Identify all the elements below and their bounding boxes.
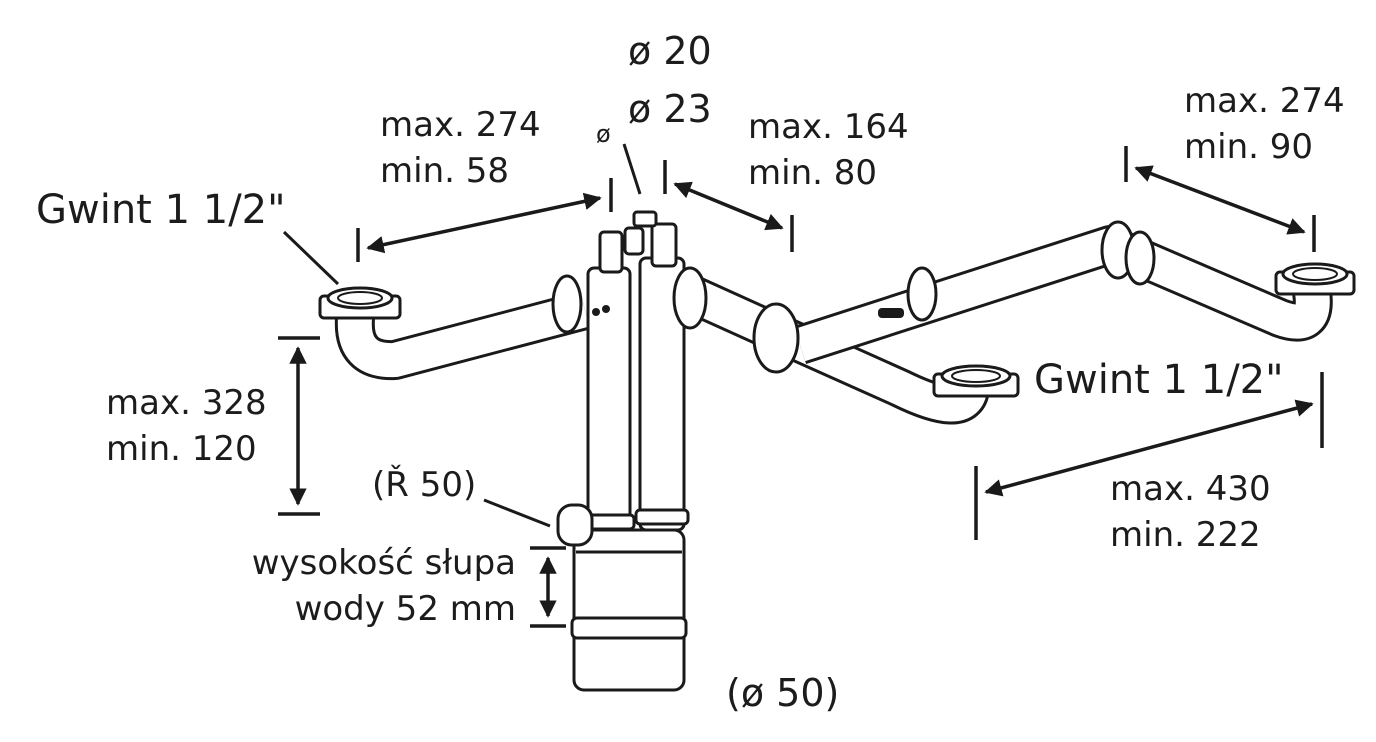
nozzle-1 (598, 230, 624, 274)
thread-label-left: Gwint 1 1/2" (36, 187, 286, 233)
connector-middle (932, 364, 1020, 398)
connector-right (1274, 262, 1356, 296)
bottle-trap (572, 528, 686, 692)
pipe-system (318, 210, 1356, 692)
side-outlet-label: (Ř 50) (372, 465, 477, 505)
water-seal-line2: wody 52 mm (294, 589, 516, 629)
dim-left-top-max: max. 274 (380, 105, 541, 145)
diameter-20: ø 20 (628, 29, 712, 73)
dim-left-top-min: min. 58 (380, 151, 509, 191)
dimension-lines (278, 143, 1324, 628)
dim-height-min: min. 120 (106, 429, 257, 469)
diameter-small: ø (596, 120, 611, 148)
dim-height-max: max. 328 (106, 383, 267, 423)
outlet-diameter-label: (ø 50) (726, 671, 840, 715)
dim-right-bottom-min: min. 222 (1110, 515, 1261, 555)
dim-right-bottom-max: max. 430 (1110, 469, 1271, 509)
nozzle-2 (623, 226, 645, 256)
dim-mid-top-min: min. 80 (748, 153, 877, 193)
water-seal-line1: wysokość słupa (251, 543, 516, 583)
connector-left (318, 286, 402, 320)
dim-right-top-max: max. 274 (1184, 81, 1345, 121)
dim-right-top-min: min. 90 (1184, 127, 1313, 167)
diameter-23: ø 23 (628, 87, 712, 131)
side-outlet (556, 503, 594, 547)
nozzle-3 (650, 222, 678, 268)
thread-label-right: Gwint 1 1/2" (1034, 357, 1284, 403)
dim-mid-top-max: max. 164 (748, 107, 909, 147)
